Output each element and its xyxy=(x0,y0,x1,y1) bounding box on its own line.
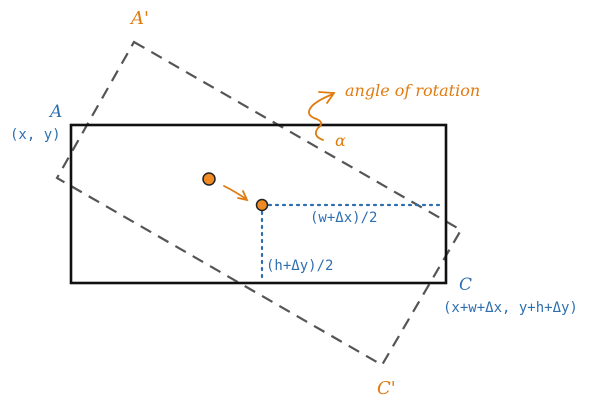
angle-arrow xyxy=(308,91,336,141)
new-center-point xyxy=(255,198,269,212)
label-point-c-prime: C' xyxy=(377,378,396,399)
original-center-point xyxy=(202,172,216,186)
label-point-a-coords: (x, y) xyxy=(10,127,61,143)
label-half-width: (w+Δx)/2 xyxy=(310,210,377,226)
label-point-a: A xyxy=(48,102,62,122)
rotated-rectangle xyxy=(55,40,463,367)
label-point-c-coords: (x+w+Δx, y+h+Δy) xyxy=(443,300,578,316)
label-point-c: C xyxy=(459,275,472,295)
label-point-a-prime: A' xyxy=(129,8,149,29)
label-angle-caption: angle of rotation xyxy=(345,81,480,100)
center-shift-arrow xyxy=(223,185,249,202)
label-half-height: (h+Δy)/2 xyxy=(266,258,333,274)
original-rectangle xyxy=(69,123,448,285)
label-angle-symbol: α xyxy=(335,131,346,150)
